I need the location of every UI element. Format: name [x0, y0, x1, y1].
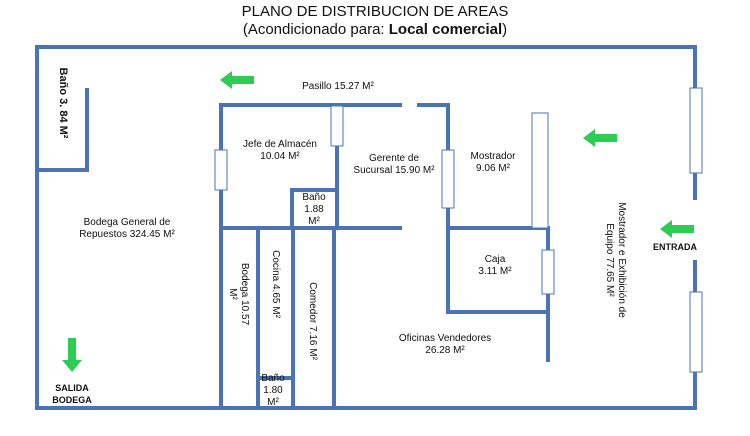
label-bano-center: Baño 1.88 M²: [302, 192, 326, 227]
label-bodega-small: Bodega 10.57 M²: [227, 262, 250, 326]
label-gerente: Gerente de Sucursal 15.90 M²: [353, 153, 435, 176]
label-oficinas: Oficinas Vendedores 26.28 M²: [398, 333, 492, 356]
window-right-bottom: [689, 291, 703, 373]
label-entrada: ENTRADA: [653, 242, 697, 252]
windows-doors: [214, 87, 703, 373]
label-comedor: Comedor 7.16 M²: [307, 282, 318, 360]
label-bano-bottom: Baño 1.80 M²: [261, 373, 285, 408]
label-mostrador-exhibicion: Mostrador e Exhibición de Equipo 77.65 M…: [604, 202, 627, 318]
door-jefe: [214, 149, 228, 191]
door-gerente: [441, 149, 455, 209]
door-caja: [541, 249, 555, 295]
arrow-down-icon: [62, 338, 82, 372]
mostrador-panel: [531, 112, 549, 229]
label-bano-left: Baño 3. 84 M²: [57, 67, 69, 139]
plan-title: PLANO DE DISTRIBUCION DE AREAS: [241, 3, 509, 20]
label-mostrador: Mostrador 9.06 M²: [470, 151, 516, 174]
window-right-top: [689, 87, 703, 174]
arrows: [62, 71, 694, 372]
arrow-left-icon: [583, 129, 617, 147]
plan-subtitle: (Acondicionado para: Local comercial): [242, 21, 508, 38]
label-caja: Caja 3.11 M²: [478, 254, 512, 277]
door-jefe-gerente: [330, 105, 344, 147]
label-jefe-almacen: Jefe de Almacén 10.04 M²: [243, 139, 317, 162]
entrance-gap: [692, 200, 698, 260]
label-pasillo: Pasillo 15.27 M²: [302, 81, 374, 92]
label-cocina: Cocina 4.65 M²: [270, 250, 281, 318]
label-bodega-general: Bodega General de Repuestos 324.45 M²: [79, 217, 175, 240]
arrow-left-icon: [660, 220, 694, 238]
label-salida: SALIDA BODEGA: [52, 383, 92, 405]
arrow-left-icon: [220, 71, 254, 89]
